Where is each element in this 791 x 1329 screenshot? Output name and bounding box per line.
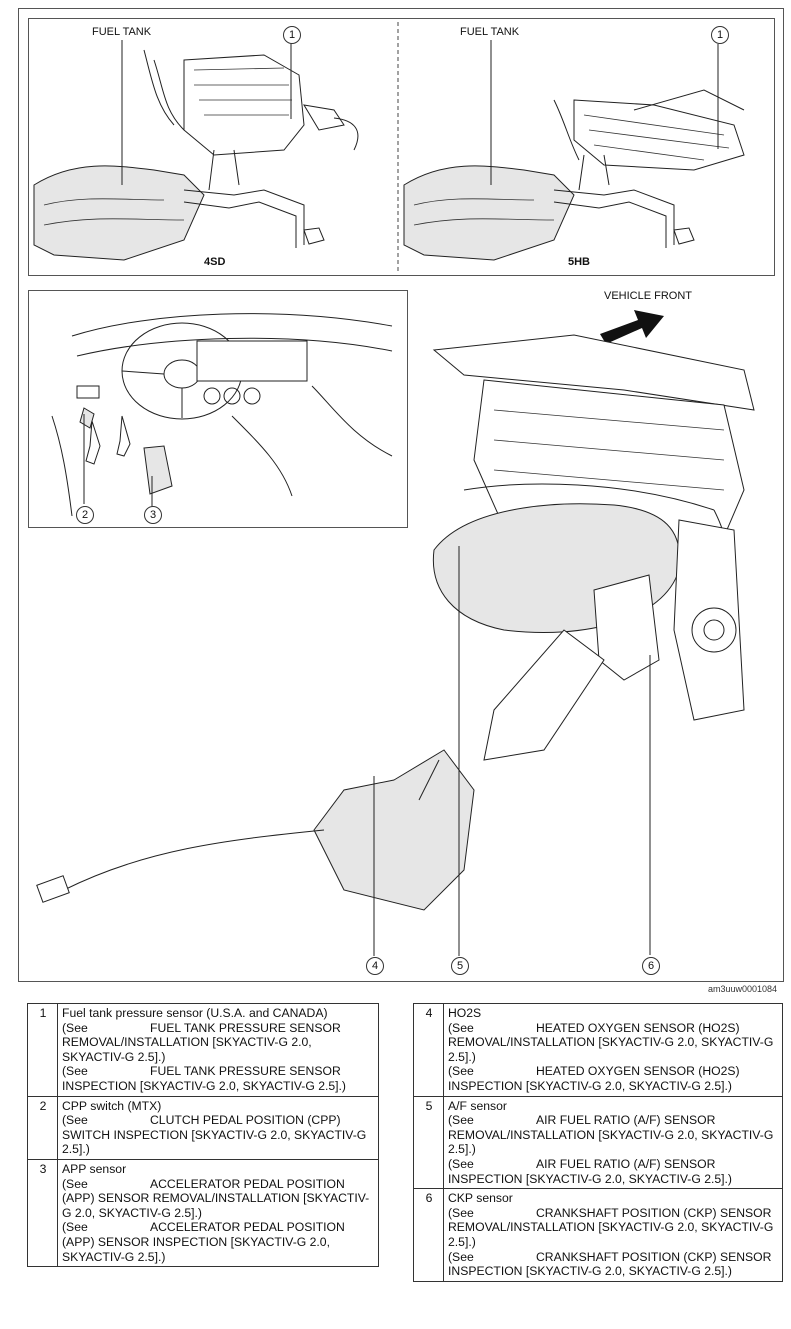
see-prefix: (See (62, 1176, 88, 1191)
variant-tag-4sd: 4SD (204, 256, 226, 268)
see-prefix: (See (62, 1064, 88, 1079)
dashboard-drawing (51, 313, 393, 517)
callout-2: 2 (76, 506, 94, 524)
leader-fuel-tank-4sd (121, 40, 123, 185)
row-content: Fuel tank pressure sensor (U.S.A. and CA… (57, 1003, 379, 1097)
fuel-tank-5hb-drawing (403, 89, 745, 261)
see-prefix: (See (448, 1205, 474, 1220)
callout-3: 3 (144, 506, 162, 524)
row-number: 1 (27, 1003, 58, 1097)
callout-6: 6 (642, 957, 660, 975)
engine-exhaust-drawing (36, 334, 755, 911)
row-title: CPP switch (MTX) (62, 1098, 162, 1113)
see-prefix: (See (448, 1249, 474, 1264)
leader-callout-3 (151, 476, 153, 506)
fuel-tank-label-5hb: FUEL TANK (460, 26, 520, 38)
row-number: 3 (27, 1158, 58, 1268)
fuel-tank-4sd-drawing (33, 49, 359, 261)
callout-5: 5 (451, 957, 469, 975)
row-number: 2 (27, 1095, 58, 1160)
row-title: HO2S (448, 1006, 482, 1020)
reference-table-left: 1 Fuel tank pressure sensor (U.S.A. and C… (27, 1003, 379, 1268)
callout-1-4sd: 1 (283, 26, 301, 44)
see-prefix: (See (62, 1220, 88, 1235)
see-prefix: (See (62, 1020, 88, 1035)
see-prefix: (See (448, 1064, 474, 1079)
see-prefix: (See (448, 1156, 474, 1171)
row-number: 5 (413, 1095, 444, 1190)
vehicle-front-arrow (600, 310, 664, 344)
see-prefix: (See (448, 1020, 474, 1035)
table-row: 1 Fuel tank pressure sensor (U.S.A. and C… (27, 1003, 379, 1097)
leader-callout-4 (373, 776, 375, 956)
callout-4: 4 (366, 957, 384, 975)
leader-callout-2 (83, 414, 85, 504)
row-title: APP sensor (62, 1161, 127, 1176)
see-prefix: (See (62, 1113, 88, 1128)
vehicle-front-label: VEHICLE FRONT (604, 290, 693, 302)
leader-fuel-tank-5hb (490, 40, 492, 185)
row-title: CKP sensor (448, 1191, 513, 1206)
fuel-tank-label-4sd: FUEL TANK (92, 26, 152, 38)
variant-tag-5hb: 5HB (568, 256, 591, 268)
figure-code: am3uuw0001084 (708, 984, 778, 994)
leader-callout-6 (649, 655, 651, 955)
row-title: Fuel tank pressure sensor (U.S.A. and CA… (62, 1006, 328, 1020)
see-prefix: (See (448, 1113, 474, 1128)
leader-callout-5 (458, 546, 460, 956)
leader-callout-1-5hb (717, 44, 719, 149)
leader-callout-1-4sd (290, 44, 292, 119)
callout-1-5hb: 1 (711, 26, 729, 44)
panel-divider (397, 22, 399, 272)
row-number: 4 (413, 1003, 444, 1097)
row-number: 6 (413, 1188, 444, 1282)
row-title: A/F sensor (448, 1098, 507, 1113)
